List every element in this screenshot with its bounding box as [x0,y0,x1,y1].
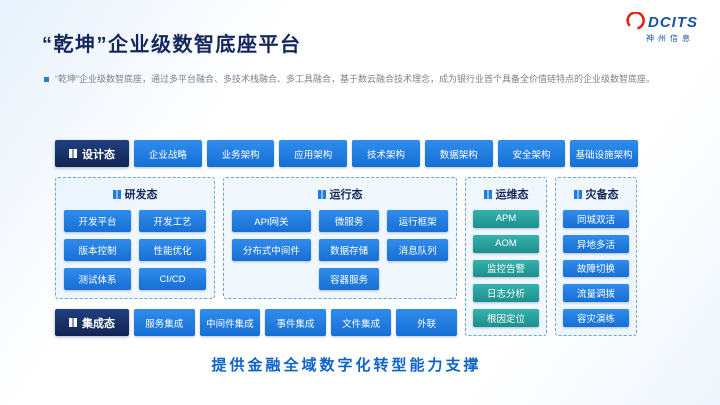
dr-item: 容灾演练 [563,309,629,327]
ops-box: 运维态 APM AOM 监控告警日志分析根因定位 [465,177,547,336]
runtime-box-header: 运行态 [232,186,448,202]
design-item: 技术架构 [352,140,420,167]
runtime-item: 分布式中间件 [232,239,311,261]
dev-box-header: 研发态 [64,186,206,202]
ops-item: APM [473,210,539,228]
dr-box-items: 同城双活异地多活故障切换流量调拨容灾演练 [563,210,629,327]
ops-item: AOM [473,234,539,253]
design-item: 数据架构 [424,140,493,167]
dr-item: 同城双活 [563,210,629,228]
dev-item: CI/CD [139,268,206,290]
ops-item: 监控告警 [473,259,539,278]
dcits-logo: DCITS 神州信息 [626,12,698,44]
dr-item: 故障切换 [563,259,629,278]
integration-row: 集成态 服务集成中间件集成事件集成文件集成外联 [55,309,457,336]
integration-row-label-text: 集成态 [82,317,115,330]
logo-brand-text: DCITS [648,13,698,31]
ops-item: 日志分析 [473,284,539,303]
description-row: “乾坤”企业级数智底座，通过多平台融合、多技术栈融合、多工具融合，基于数云融合技… [44,74,664,86]
bars-icon [573,189,582,199]
integration-item: 外联 [396,309,457,336]
integration-row-items: 服务集成中间件集成事件集成文件集成外联 [134,309,457,336]
diagram-lower: 研发态 开发平台开发工艺版本控制性能优化测试体系 CI/CD 运行态 API网关微… [55,177,638,336]
bullet-square-icon [44,77,49,82]
design-item: 企业战略 [134,140,202,167]
description-text: “乾坤”企业级数智底座，通过多平台融合、多技术栈融合、多工具融合，基于数云融合技… [55,74,655,84]
dr-box-header: 灾备态 [563,186,629,202]
dev-box-label: 研发态 [124,189,158,201]
bars-icon [112,189,121,199]
dr-box-label: 灾备态 [585,189,619,201]
runtime-item: 运行框架 [387,210,448,232]
runtime-box: 运行态 API网关微服务运行框架分布式中间件数据存储消息队列容器服务 [223,177,457,299]
integration-item: 中间件集成 [199,309,261,336]
dev-item: 开发平台 [64,210,131,232]
integration-item: 服务集成 [134,309,195,336]
bars-icon [483,189,492,199]
bars-icon [69,149,77,158]
architecture-diagram: 设计态 企业战略业务架构应用架构技术架构数据架构安全架构基础设施架构 研发态 开… [55,140,639,336]
ops-box-items: APM AOM 监控告警日志分析根因定位 [473,210,539,327]
dev-item: 测试体系 [64,268,131,290]
dev-box-items: 开发平台开发工艺版本控制性能优化测试体系 CI/CD [64,210,206,290]
logo-top: DCITS [626,12,698,32]
dev-box: 研发态 开发平台开发工艺版本控制性能优化测试体系 CI/CD [55,177,215,299]
runtime-item: 消息队列 [387,239,448,261]
bars-icon [317,189,326,199]
dev-item: 性能优化 [139,239,206,261]
design-row-label: 设计态 [55,140,129,167]
ops-box-label: 运维态 [495,189,529,201]
runtime-box-label: 运行态 [329,189,363,201]
page-title: “乾坤”企业级数智底座平台 [42,34,302,56]
bars-icon [69,318,77,327]
design-item: 应用架构 [279,140,348,167]
design-row-label-text: 设计态 [82,148,115,161]
integration-item: 文件集成 [330,309,392,336]
ops-box-header: 运维态 [473,186,539,202]
runtime-box-items: API网关微服务运行框架分布式中间件数据存储消息队列容器服务 [232,210,448,290]
dev-item: 版本控制 [64,239,131,261]
runtime-item: 数据存储 [318,239,380,261]
dr-item: 异地多活 [563,234,629,253]
diagram-middle-row: 研发态 开发平台开发工艺版本控制性能优化测试体系 CI/CD 运行态 API网关微… [55,177,457,299]
footer-slogan: 提供金融全域数字化转型能力支撑 [211,357,482,374]
design-item: 安全架构 [497,140,566,167]
design-item: 基础设施架构 [570,140,639,167]
logo-company-text: 神州信息 [646,34,694,43]
ops-item: 根因定位 [473,309,539,327]
design-row-items: 企业战略业务架构应用架构技术架构数据架构安全架构基础设施架构 [134,140,639,167]
dev-item: 开发工艺 [139,210,206,232]
runtime-item: 容器服务 [318,268,380,290]
runtime-item: 微服务 [318,210,380,232]
runtime-item: API网关 [232,210,311,232]
design-item: 业务架构 [206,140,275,167]
design-row: 设计态 企业战略业务架构应用架构技术架构数据架构安全架构基础设施架构 [55,140,639,167]
dr-box: 灾备态 同城双活异地多活故障切换流量调拨容灾演练 [555,177,637,336]
logo-swoosh-icon [626,12,645,30]
dr-item: 流量调拨 [563,284,629,303]
integration-row-label: 集成态 [55,309,129,336]
diagram-left-column: 研发态 开发平台开发工艺版本控制性能优化测试体系 CI/CD 运行态 API网关微… [55,177,457,336]
integration-item: 事件集成 [265,309,326,336]
